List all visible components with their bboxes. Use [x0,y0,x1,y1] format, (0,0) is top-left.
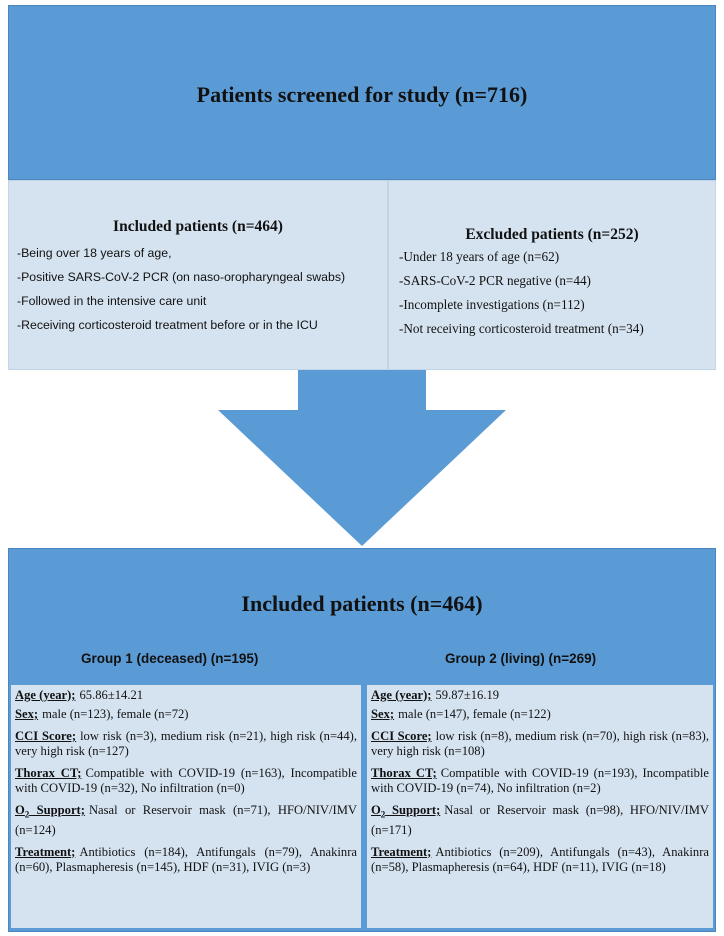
cci-value: low risk (n=3), medium risk (n=21), high… [15,729,357,758]
criteria-row: Included patients (n=464) -Being over 18… [8,180,716,370]
group2-panel: Age (year);59.87±16.19 Sex;male (n=147),… [367,685,713,928]
sex-label: Sex; [15,707,39,721]
thorax-ct-label: Thorax CT; [371,766,437,780]
o2-label-sub: 2 [24,809,30,820]
sex-label: Sex; [371,707,395,721]
o2-label-main: O [15,803,25,817]
cci-value: low risk (n=8), medium risk (n=70), high… [371,729,709,758]
down-arrow-icon [218,370,506,546]
included-groups-title: Included patients (n=464) [241,591,483,616]
list-item: -Incomplete investigations (n=112) [399,297,585,312]
cci-row: CCI Score;low risk (n=3), medium risk (n… [15,729,357,759]
list-item: -Followed in the intensive care unit [17,294,207,308]
exclusion-criteria-box: Excluded patients (n=252) -Under 18 year… [388,180,716,370]
age-row: Age (year);59.87±16.19 [371,688,709,703]
treatment-row: Treatment;Antibiotics (n=209), Antifunga… [371,845,709,875]
sex-value: male (n=147), female (n=122) [398,707,551,721]
o2-support-row: O2 Support;Nasal or Reservoir mask (n=98… [371,803,709,838]
screened-box: Patients screened for study (n=716) [8,5,716,180]
cci-label: CCI Score; [15,729,77,743]
cci-label: CCI Score; [371,729,432,743]
age-row: Age (year);65.86±14.21 [15,688,357,703]
age-label: Age (year); [371,688,432,702]
list-item: -Receiving corticosteroid treatment befo… [17,318,318,332]
inclusion-criteria-box: Included patients (n=464) -Being over 18… [8,180,388,370]
o2-support-label: O2 Support; [371,803,441,820]
sex-value: male (n=123), female (n=72) [42,707,189,721]
o2-label-sub: 2 [380,809,386,820]
thorax-ct-value: Compatible with COVID-19 (n=193), Incomp… [371,766,709,795]
list-item: -SARS-CoV-2 PCR negative (n=44) [399,273,591,288]
group1-heading: Group 1 (deceased) (n=195) [81,651,259,666]
group2-heading: Group 2 (living) (n=269) [445,651,597,666]
o2-support-value: Nasal or Reservoir mask (n=71), HFO/NIV/… [15,803,357,837]
o2-label-rest: Support; [29,803,85,817]
group1-panel: Age (year);65.86±14.21 Sex;male (n=123),… [11,685,361,928]
o2-label-main: O [371,803,381,817]
age-label: Age (year); [15,688,76,702]
list-item: -Positive SARS-CoV-2 PCR (on naso-oropha… [17,270,346,284]
thorax-ct-label: Thorax CT; [15,766,82,780]
treatment-label: Treatment; [371,844,432,859]
inclusion-criteria-list: -Being over 18 years of age, -Positive S… [17,241,345,337]
treatment-label: Treatment; [15,844,76,859]
sex-row: Sex;male (n=123), female (n=72) [15,707,357,722]
exclusion-criteria-title: Excluded patients (n=252) [465,226,639,243]
list-item: -Not receiving corticosteroid treatment … [399,321,644,336]
o2-support-label: O2 Support; [15,803,85,820]
screened-title: Patients screened for study (n=716) [196,82,528,107]
treatment-row: Treatment;Antibiotics (n=184), Antifunga… [15,845,357,875]
treatment-value: Antibiotics (n=209), Antifungals (n=43),… [371,844,709,874]
sex-row: Sex;male (n=147), female (n=122) [371,707,709,722]
age-value: 59.87±16.19 [435,688,500,702]
thorax-ct-row: Thorax CT;Compatible with COVID-19 (n=19… [371,766,709,796]
list-item: -Under 18 years of age (n=62) [399,249,560,264]
thorax-ct-row: Thorax CT;Compatible with COVID-19 (n=16… [15,766,357,796]
list-item: -Being over 18 years of age, [17,246,172,260]
included-groups-box: Included patients (n=464) Group 1 (decea… [8,548,716,932]
treatment-value: Antibiotics (n=184), Antifungals (n=79),… [15,844,357,874]
age-value: 65.86±14.21 [79,688,144,702]
o2-label-rest: Support; [385,803,441,817]
o2-support-value: Nasal or Reservoir mask (n=98), HFO/NIV/… [371,803,709,837]
inclusion-criteria-title: Included patients (n=464) [113,218,283,235]
cci-row: CCI Score;low risk (n=8), medium risk (n… [371,729,709,759]
arrow-shape [218,370,506,546]
thorax-ct-value: Compatible with COVID-19 (n=163), Incomp… [15,766,357,795]
o2-support-row: O2 Support;Nasal or Reservoir mask (n=71… [15,803,357,838]
exclusion-criteria-list: -Under 18 years of age (n=62) -SARS-CoV-… [399,245,644,341]
